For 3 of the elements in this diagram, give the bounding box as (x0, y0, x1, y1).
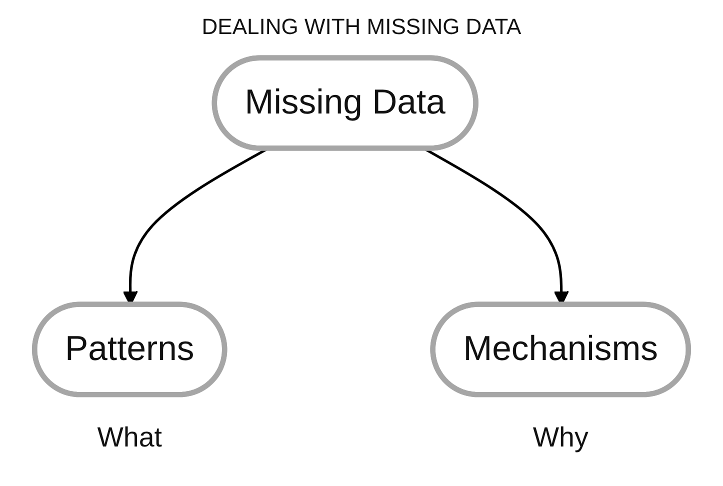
node-caption: Why (532, 422, 588, 453)
node-caption: What (97, 422, 162, 453)
diagram-title: DEALING WITH MISSING DATA (200, 14, 522, 40)
